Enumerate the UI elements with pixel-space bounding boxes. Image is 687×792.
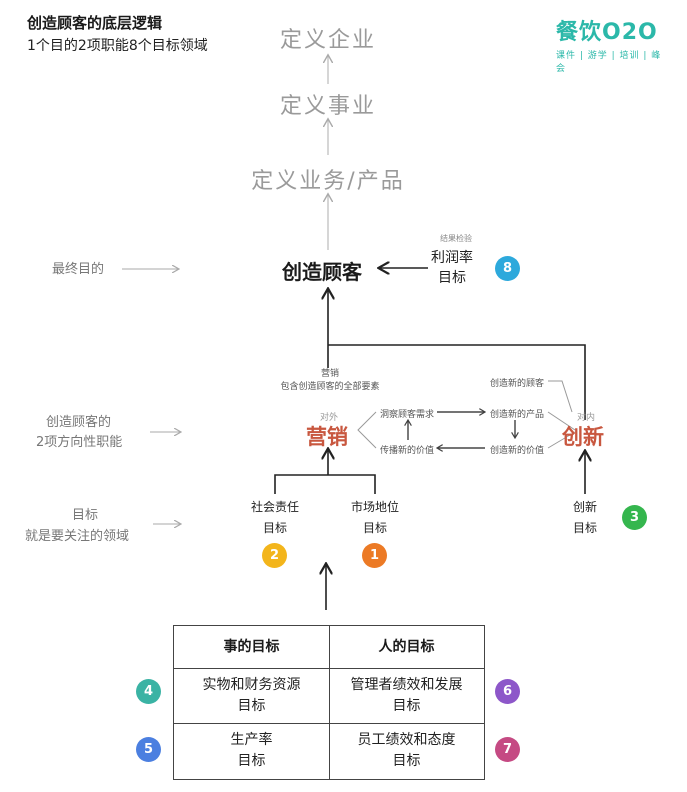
marketing-note-line1: 营销 (320, 369, 339, 379)
label-targets-line1: 目标 (72, 508, 99, 523)
goal-create-customer: 创造顾客 (282, 260, 362, 284)
target-market-line1: 市场地位 (350, 500, 399, 514)
profit-line1: 利润率 (431, 250, 473, 266)
function-innovation: 创新 (562, 425, 604, 449)
target-social-line1: 社会责任 (250, 500, 299, 514)
target-innovation-line1: 创新 (572, 500, 597, 514)
target-innovation: 创新 目标 (560, 497, 610, 539)
target-market: 市场地位 目标 (340, 497, 410, 539)
table-header-people: 人的目标 (378, 639, 435, 655)
layer-define-product: 定义业务/产品 (251, 169, 405, 194)
innovation-tag: 对内 (577, 413, 596, 423)
target-table: 事的目标 人的目标 实物和财务资源 目标 管理者绩效和发展 目标 生产率 目标 … (173, 625, 485, 780)
label-targets-line2: 就是要关注的领域 (25, 529, 130, 544)
table-cell-employee-line2: 目标 (392, 753, 421, 769)
badge-1: 1 (362, 543, 387, 568)
table-cell-productivity-line1: 生产率 (230, 732, 273, 748)
layer-define-enterprise: 定义企业 (279, 28, 376, 53)
target-social-line2: 目标 (262, 521, 287, 535)
badge-4: 4 (136, 679, 161, 704)
table-divider-vertical (329, 626, 330, 779)
table-cell-resources: 实物和财务资源 目标 (174, 675, 329, 717)
table-cell-manager: 管理者绩效和发展 目标 (329, 675, 484, 717)
badge-2: 2 (262, 543, 287, 568)
label-functions-line2: 2项方向性职能 (36, 435, 123, 450)
flow-spread-value: 传播新的价值 (380, 446, 435, 456)
table-cell-resources-line2: 目标 (237, 698, 266, 714)
badge-8: 8 (495, 256, 520, 281)
target-market-line2: 目标 (362, 521, 387, 535)
logo-tagline: 课件 | 游学 | 培训 | 峰会 (556, 51, 662, 74)
table-cell-manager-line2: 目标 (392, 698, 421, 714)
marketing-note-line2: 包含创造顾客的全部要素 (280, 382, 380, 392)
table-cell-employee: 员工绩效和态度 目标 (329, 730, 484, 772)
table-divider-row (174, 723, 484, 724)
table-divider-header (174, 668, 484, 669)
marketing-tag: 对外 (320, 413, 339, 423)
flow-new-product: 创造新的产品 (490, 410, 545, 420)
diagram-subtitle: 1个目的2项职能8个目标领域 (27, 38, 208, 54)
table-header-things: 事的目标 (223, 639, 280, 655)
flow-new-value: 创造新的价值 (490, 446, 545, 456)
flow-insight: 洞察顾客需求 (380, 410, 435, 420)
profit-target: 利润率 目标 (431, 248, 473, 288)
table-cell-productivity-line2: 目标 (237, 753, 266, 769)
badge-5: 5 (136, 737, 161, 762)
table-cell-productivity: 生产率 目标 (174, 730, 329, 772)
badge-6: 6 (495, 679, 520, 704)
logo-text: 餐饮O2O (556, 20, 658, 45)
label-final-goal: 最终目的 (52, 262, 105, 277)
layer-define-business: 定义事业 (279, 94, 376, 119)
brand-logo: 餐饮O2O 课件 | 游学 | 培训 | 峰会 (556, 20, 666, 74)
badge-7: 7 (495, 737, 520, 762)
badge-3: 3 (622, 505, 647, 530)
diagram-title: 创造顾客的底层逻辑 (27, 14, 163, 32)
profit-line2: 目标 (438, 270, 466, 286)
label-functions-line1: 创造顾客的 (46, 415, 112, 430)
target-social: 社会责任 目标 (240, 497, 310, 539)
table-cell-employee-line1: 员工绩效和态度 (357, 732, 456, 748)
target-innovation-line2: 目标 (572, 521, 597, 535)
function-marketing: 营销 (306, 425, 348, 449)
table-cell-manager-line1: 管理者绩效和发展 (350, 677, 463, 693)
profit-caption: 结果检验 (440, 234, 472, 243)
marketing-note: 营销 包含创造顾客的全部要素 (260, 368, 400, 394)
flow-new-customer: 创造新的顾客 (490, 379, 545, 389)
table-cell-resources-line1: 实物和财务资源 (202, 677, 301, 693)
